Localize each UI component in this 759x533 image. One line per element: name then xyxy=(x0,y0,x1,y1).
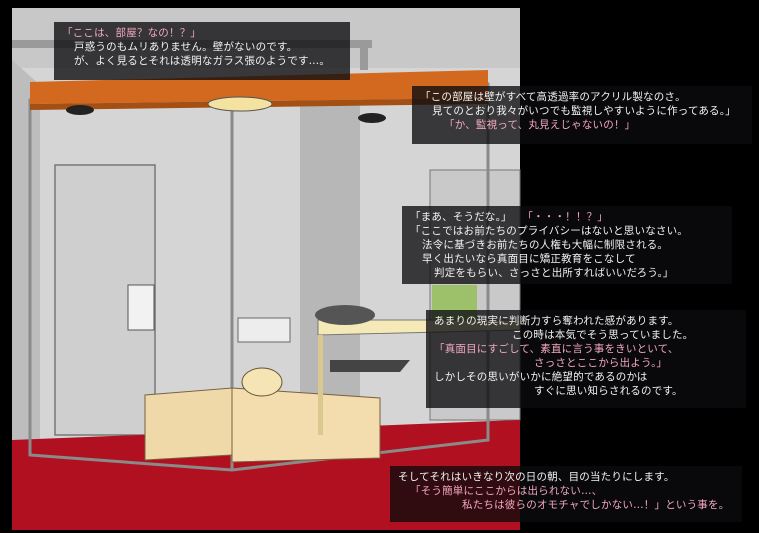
door-handle xyxy=(127,284,155,331)
speech-line: 「ここは、部屋？なの！？」 xyxy=(62,27,202,39)
narration-line: が、よく見るとそれは透明なガラス張のようです…。 xyxy=(74,55,331,67)
speech-line: 見てのとおり我々がいつでも監視しやすいように作ってある。」 xyxy=(432,105,736,117)
narration-box-3: 「まあ、そうだな。」 「・・・！！？」 「ここではお前たちのプライバシーはないと… xyxy=(402,206,732,284)
speech-line: 「真面目にすごして、素直に言う事をきいといて、 xyxy=(434,343,679,355)
narration-box-4: あまりの現実に判断力すら奪われた感があります。 この時は本気でそう思っていました… xyxy=(426,310,746,408)
ceiling-pipe xyxy=(360,40,368,70)
narration-line: そしてそれはいきなり次の日の朝、目の当たりにします。 xyxy=(398,471,675,483)
narration-line: この時は本気でそう思っていました。 xyxy=(512,329,694,341)
narration-box-5: そしてそれはいきなり次の日の朝、目の当たりにします。 「そう簡単にここからは出ら… xyxy=(390,466,742,522)
speech-line: 「か、監視って、丸見えじゃないの！」 xyxy=(444,119,636,131)
bed-box xyxy=(231,387,381,463)
speech-line: 判定をもらい、さっさと出所すればいいだろう。」 xyxy=(434,267,674,279)
toilet-platform xyxy=(144,387,233,461)
speech-line: 「・・・！！？」 xyxy=(522,211,608,223)
speech-line: さっさとここから出よう。」 xyxy=(534,357,668,369)
chair-back xyxy=(315,305,375,325)
speaker xyxy=(66,105,94,115)
toilet-paper-holder xyxy=(237,317,291,343)
speech-line: 「ここではお前たちのプライバシーはないと思いなさい。 xyxy=(410,225,688,237)
narration-box-1: 「ここは、部屋？なの！？」 戸惑うのもムリありません。壁がないのです。 が、よく… xyxy=(54,22,350,80)
cell-ceiling-frame xyxy=(30,70,488,104)
pillar xyxy=(300,95,360,425)
left-wall xyxy=(12,60,40,470)
narration-line: しかしその思いがいかに絶望的であるのかは xyxy=(434,371,648,383)
narration-line: あまりの現実に判断力すら奪われた感があります。 xyxy=(434,315,679,327)
ceiling-lamp xyxy=(207,96,273,112)
speech-line: 私たちは彼らのオモチャでしかない…！」という事を。 xyxy=(462,499,730,511)
speech-line: 「この部屋は壁がすべて高透過率のアクリル製なのさ。 xyxy=(420,91,686,103)
narration-box-2: 「この部屋は壁がすべて高透過率のアクリル製なのさ。 見てのとおり我々がいつでも監… xyxy=(412,86,752,144)
narration-line: すぐに思い知らされるのです。 xyxy=(534,385,683,397)
narration-line: 戸惑うのもムリありません。壁がないのです。 xyxy=(74,41,298,53)
speech-line: 早く出たいなら真面目に矯正教育をこなして xyxy=(422,253,636,265)
speech-line: 法令に基づきお前たちの人権も大幅に制限される。 xyxy=(422,239,669,251)
speech-line: 「そう簡単にここからは出られない…、 xyxy=(410,485,603,497)
desk-leg xyxy=(318,335,323,435)
chair-seat xyxy=(330,360,410,372)
speaker xyxy=(358,113,386,123)
speech-line: 「まあ、そうだな。」 xyxy=(410,211,512,223)
toilet xyxy=(241,367,283,397)
